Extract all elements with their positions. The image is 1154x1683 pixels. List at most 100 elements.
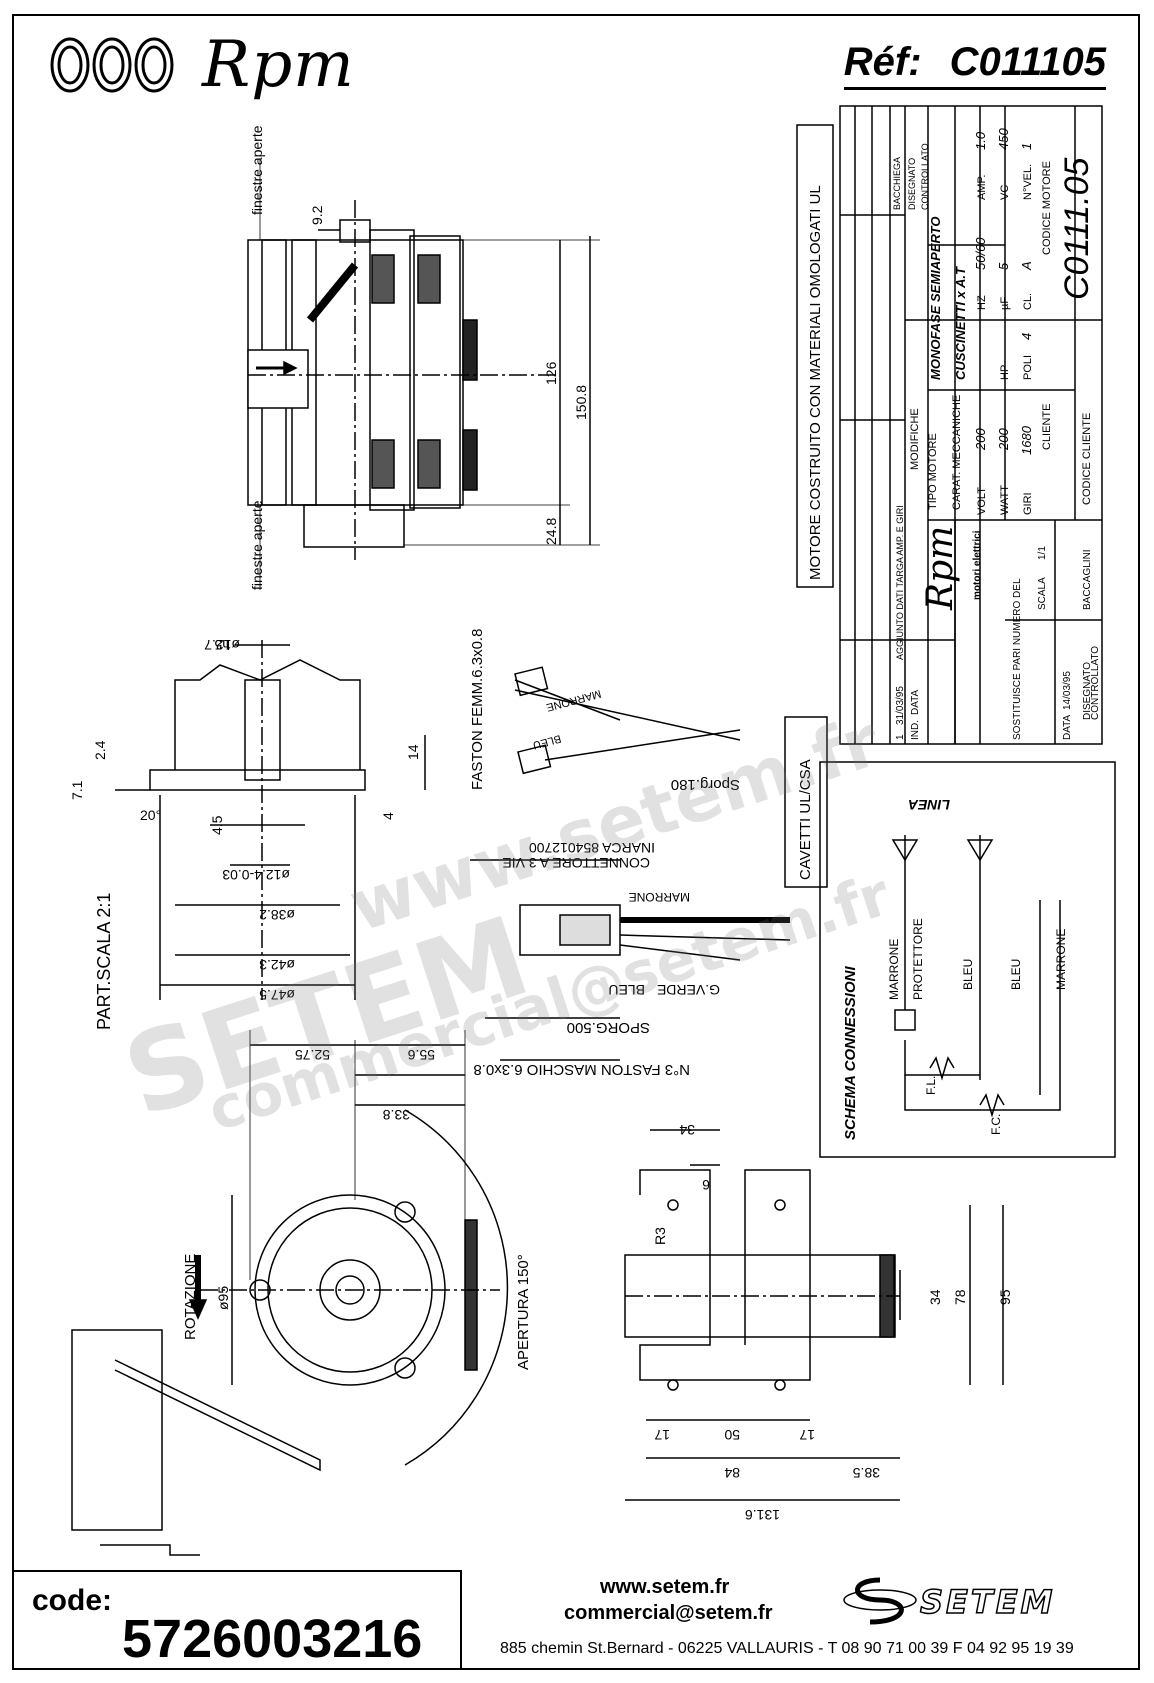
dim-50: 50 [724, 1427, 740, 1443]
marrone-wire: MARRONE [629, 890, 690, 904]
dim-131-6: 131.6 [745, 1507, 780, 1523]
finestre-aperte-bottom: finestre aperte [249, 500, 265, 590]
dim-95: 95 [997, 1289, 1013, 1305]
apertura: APERTURA 150° [515, 1254, 532, 1370]
vc-value: 450 [996, 128, 1011, 150]
nvel-label: N°VEL. [1022, 164, 1034, 200]
codice-motore-label: CODICE MOTORE [1041, 161, 1053, 255]
hz-label: HZ [976, 295, 988, 310]
schema-title: SCHEMA CONNESSIONI [842, 966, 859, 1140]
cliente-label: CLIENTE [1041, 404, 1053, 450]
rev1-ind: 1 [895, 734, 906, 740]
dim-r3: R3 [652, 1227, 668, 1245]
scala-label: SCALA [1037, 577, 1048, 610]
dim-7-1: 7.1 [69, 780, 85, 800]
volt-label: VOLT [976, 487, 988, 515]
code-box: code: 5726003216 [12, 1570, 462, 1670]
amp-value: 1.0 [973, 131, 988, 150]
dim-phi12-7: ø12.7 [204, 637, 240, 653]
dim-126: 126 [543, 361, 559, 385]
contact-info: www.setem.fr commercial@setem.fr 885 che… [460, 1576, 1150, 1666]
dim-52-75: 52.75 [295, 1047, 330, 1063]
protettore: PROTETTORE [911, 918, 925, 1000]
dim-34b: 34 [927, 1289, 943, 1305]
setem-name: SETEM [919, 1582, 1056, 1622]
hp-value: — [999, 329, 1011, 340]
poli-label: POLI [1022, 355, 1034, 380]
giri-value: 1680 [1019, 425, 1034, 455]
sporg-180: Sporg.180 [671, 776, 740, 793]
dim-78: 78 [952, 1289, 968, 1305]
bleu-wire: BLEU [608, 982, 645, 998]
rpm-logo: Rpm [40, 28, 355, 102]
controllato2: CONTROLLATO [1090, 646, 1101, 720]
codice-cliente: CODICE CLIENTE [1081, 413, 1093, 505]
dim-phi42-3: ø42.3 [259, 957, 295, 973]
hp-label: HP [999, 365, 1011, 380]
tipo-motore: TIPO MOTORE [927, 433, 939, 510]
bleu-wire-top: BLEU [531, 732, 562, 751]
controllato: CONTROLLATO [920, 143, 930, 210]
rotazione: ROTAZIONE [182, 1254, 199, 1340]
rev1-text: AGGIUNTO DATI TARGA AMP. E GIRI [895, 505, 905, 660]
dim-17b: 17 [799, 1427, 815, 1443]
amp-label: AMP. [976, 175, 988, 200]
ref-label: Réf: [843, 40, 922, 84]
finestre-aperte-top: finestre aperte [249, 125, 265, 215]
vc-label: VC [999, 185, 1011, 200]
data-label: DATA [1062, 714, 1073, 740]
website-link[interactable]: www.setem.fr [600, 1576, 730, 1598]
motor-front-view [71, 1030, 509, 1556]
sporg-500: SPORG.500 [567, 1019, 650, 1036]
dim-phi12-4: ø12.4-0.03 [222, 867, 290, 883]
uf-value: 5 [996, 262, 1011, 270]
rev-ind: IND. [910, 720, 921, 740]
poli-value: 4 [1019, 333, 1034, 340]
giri-label: GIRI [1022, 492, 1034, 515]
coil-icon [50, 37, 174, 93]
carat-meccaniche: CARAT. MECCANICHE [951, 395, 963, 510]
drawing-frame [12, 14, 1140, 1670]
logo-sub: motori elettrici [972, 530, 983, 600]
dim-34: 34 [679, 1122, 695, 1138]
dim-24-8: 24.8 [543, 518, 559, 545]
scala-value: 1/1 [1037, 546, 1048, 560]
wiring-detail [470, 666, 828, 1061]
baccaglini: BACCAGLINI [1082, 549, 1093, 610]
bleu-schema-1: BLEU [961, 959, 975, 990]
part-scale: PART.SCALA 2:1 [94, 893, 114, 1030]
h5-label: h5 [214, 637, 230, 653]
code-value: 5726003216 [122, 1609, 423, 1669]
marrone-schema: MARRONE [887, 939, 901, 1000]
rev-data: DATA [910, 689, 921, 715]
inarca: INARCA 854012700 [529, 840, 655, 856]
linea-label: LINEA [908, 797, 950, 813]
dim-9-2: 9.2 [309, 205, 325, 225]
dim-150-8: 150.8 [573, 385, 589, 420]
email-link[interactable]: commercial@setem.fr [564, 1602, 773, 1624]
sostituisce: SOSTITUISCE PARI NUMERO DEL [1012, 578, 1023, 740]
fl-label: F.L. [924, 1076, 938, 1095]
g-verde: G.VERDE [657, 982, 720, 998]
disegnato: DISEGNATO [907, 158, 917, 210]
faston-maschio: N°3 FASTON MASCHIO 6.3x0.8 [473, 1061, 690, 1078]
fc-label: F.C. [989, 1114, 1003, 1135]
brand-name: Rpm [202, 28, 355, 102]
cl-value: A [1019, 261, 1034, 271]
ref-value: C011105 [949, 40, 1106, 84]
dim-14: 14 [405, 744, 421, 760]
cl-label: CL. [1022, 293, 1034, 310]
rpm-logo-small: Rpm [920, 526, 961, 611]
codice-motore: C0111.05 [1058, 158, 1096, 300]
data-value: 14/03/95 [1062, 671, 1073, 710]
address: 885 chemin St.Bernard - 06225 VALLAURIS … [500, 1640, 1074, 1657]
carat-value: CUSCINETTI x A.T [953, 266, 968, 380]
uf-label: µF [999, 297, 1011, 310]
bacchiega: BACCHIEGA [892, 157, 902, 210]
tipo-value: MONOFASE SEMIAPERTO [928, 217, 943, 381]
dim-phi47-5: ø47.5 [259, 987, 295, 1003]
hz-value: 50/60 [973, 237, 988, 270]
dim-2-4: 2.4 [92, 740, 108, 760]
connettore: CONNETTORE A 3 VIE [502, 855, 650, 871]
